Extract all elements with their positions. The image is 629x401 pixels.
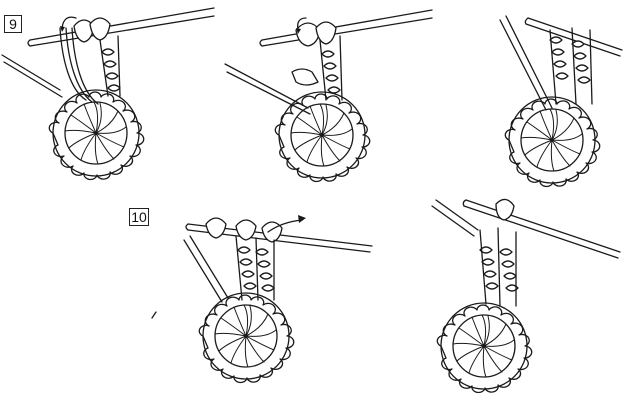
step-10-badge: 10	[129, 208, 149, 226]
step-9-badge: 9	[4, 15, 22, 33]
step9-panel-1	[1, 7, 215, 181]
step9-panel-3	[499, 15, 623, 188]
step9-panel-2	[224, 9, 433, 183]
step10-panel-2	[431, 198, 621, 394]
step10-panel-1	[151, 215, 373, 384]
